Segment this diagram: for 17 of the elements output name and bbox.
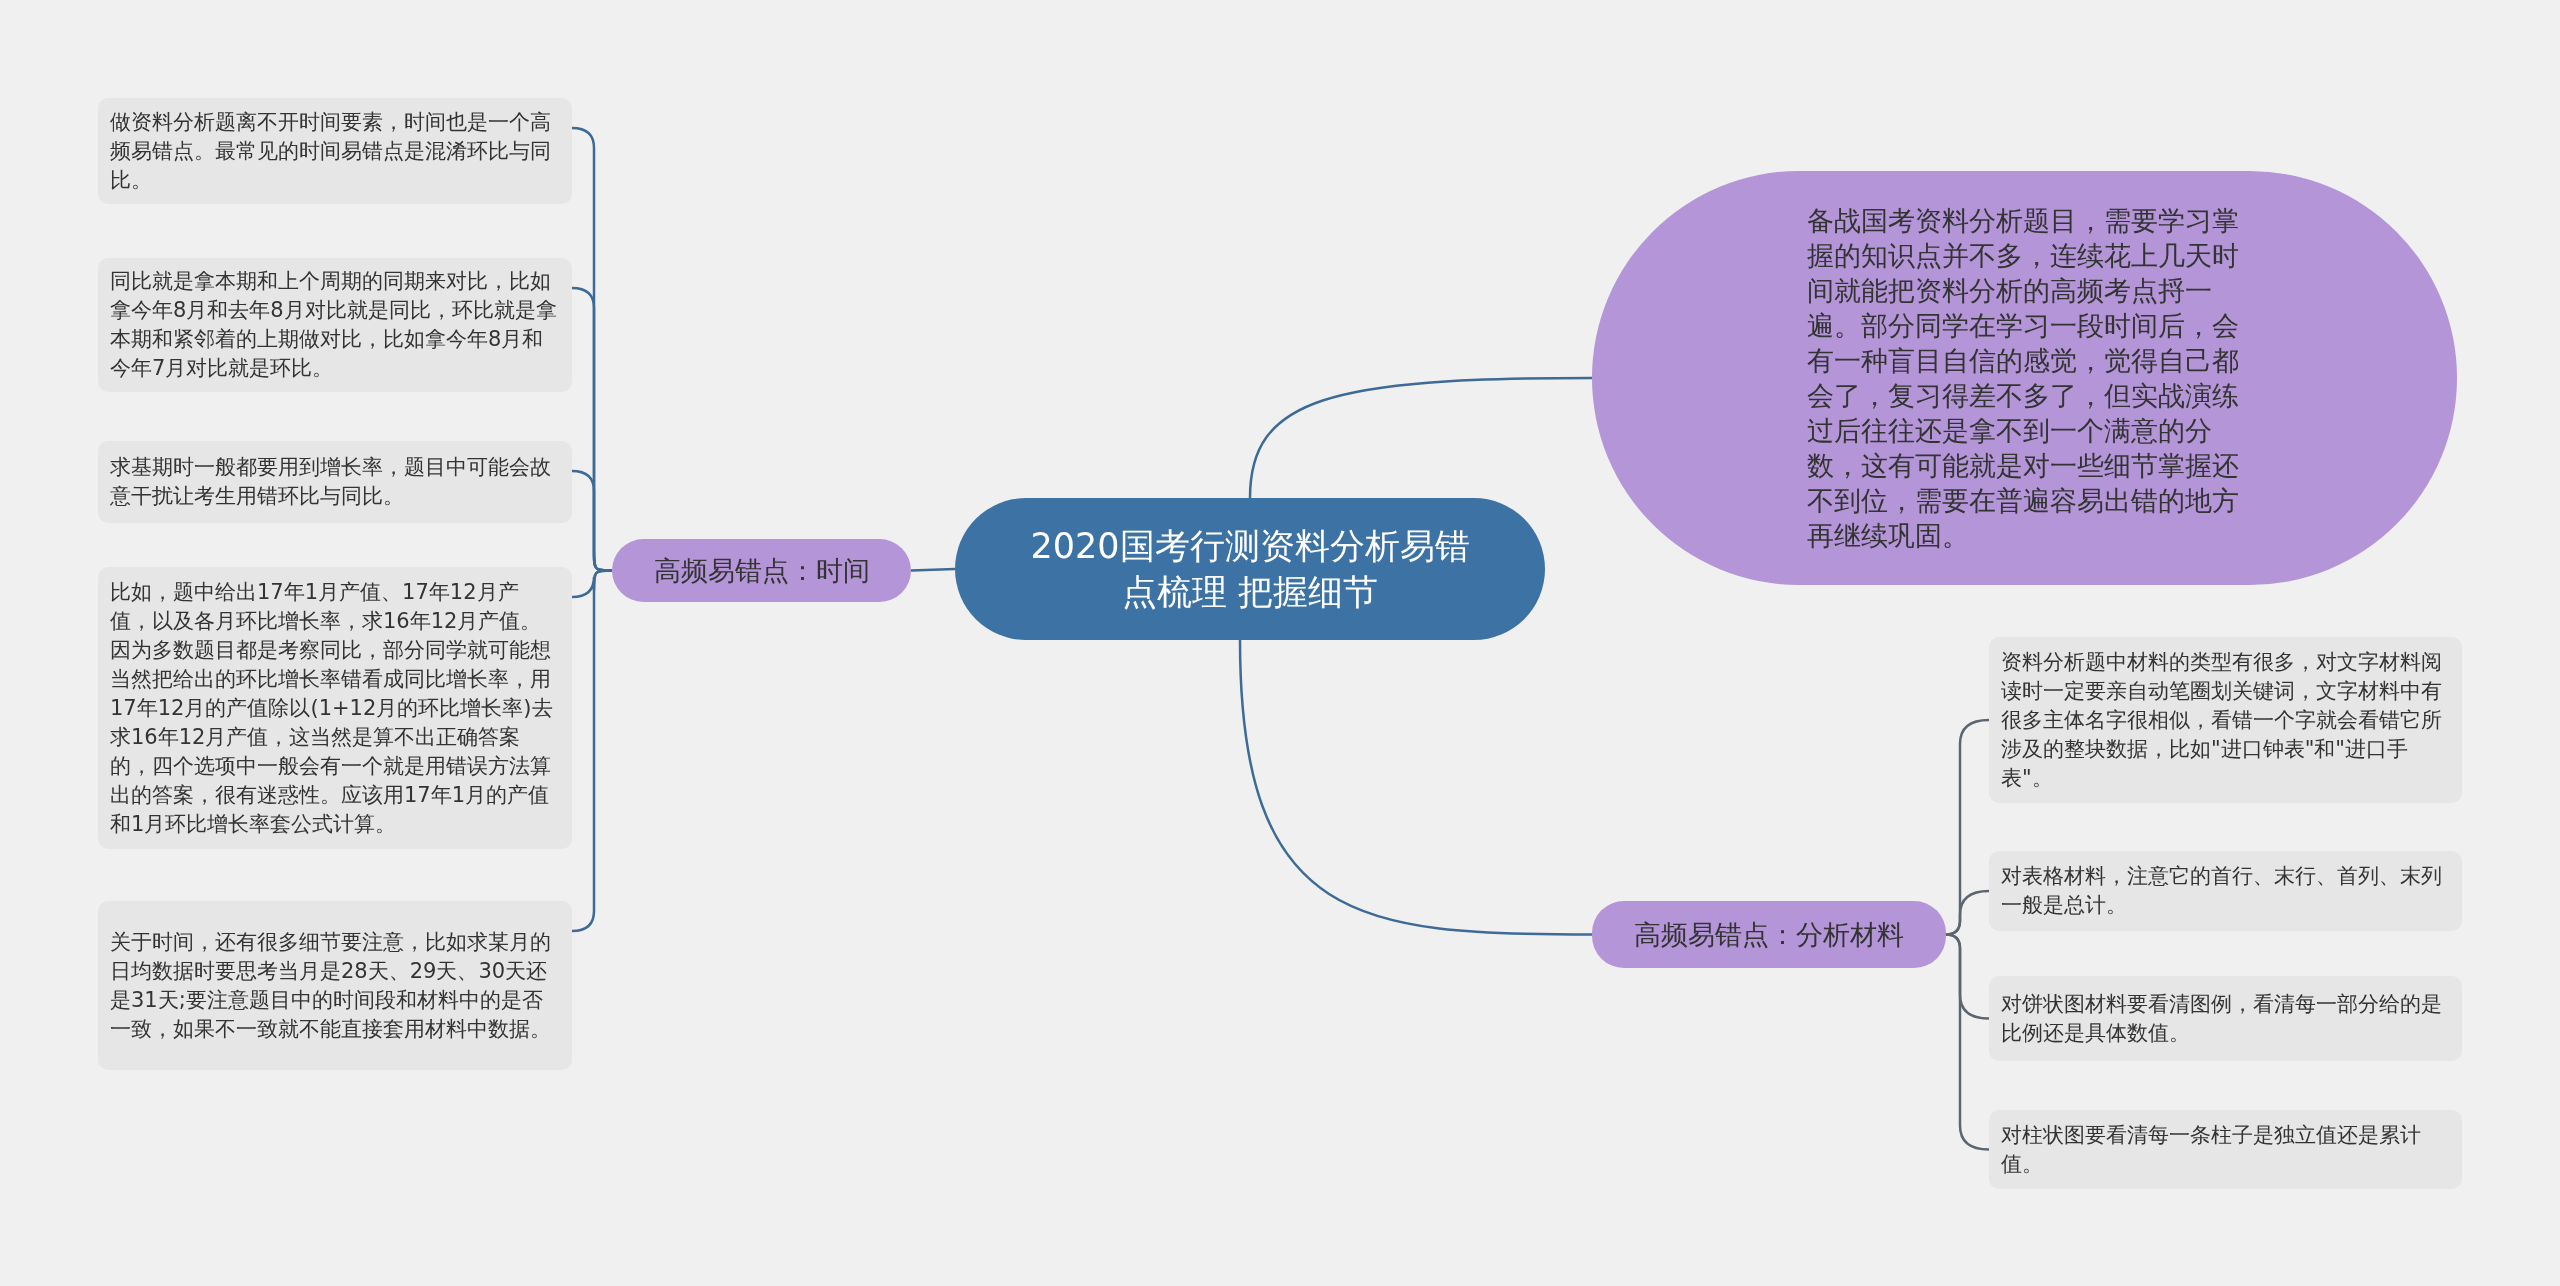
- note-card: 同比就是拿本期和上个周期的同期来对比，比如拿今年8月和去年8月对比就是同比，环比就是拿本期和紧邻着的上期做对比，比如拿今年8月和今年7月对比就是环比。: [98, 258, 572, 392]
- connector-line: [1248, 376, 1592, 499]
- connector-line: [910, 567, 956, 572]
- note-card: 比如，题中给出17年1月产值、17年12月产值，以及各月环比增长率，求16年12月产值。因为多数题目都是考察同比，部分同学就可能想当然把给出的环比增长率错看成同比增长率，用17年12月的产值除以(1+12月的环比增长率)去求16年12月产值，这当然是算不出正确答案的，四个选项中一般会有一个就是用错误方法算出的答案，很有迷惑性。应该用17年1月的产值和1月环比增长率套公式计算。: [98, 567, 572, 849]
- note-card: 对饼状图材料要看清图例，看清每一部分给的是比例还是具体数值。: [1989, 976, 2462, 1061]
- summary-bubble: 备战国考资料分析题目，需要学习掌握的知识点并不多，连续花上几天时间就能把资料分析的高频考点捋一遍。部分同学在学习一段时间后，会有一种盲目自信的感觉，觉得自己都会了，复习得差不多了，但实战演练过后往往还是拿不到一个满意的分数，这有可能就是对一些细节掌握还不到位，需要在普遍容易出错的地方再继续巩固。: [1592, 171, 2457, 585]
- connector-line: [1238, 639, 1592, 936]
- connector-line: [571, 569, 612, 933]
- note-card: 对表格材料，注意它的首行、末行、首列、末列一般是总计。: [1989, 851, 2462, 931]
- note-card: 做资料分析题离不开时间要素，时间也是一个高频易错点。最常见的时间易错点是混淆环比与同比。: [98, 98, 572, 204]
- note-card: 关于时间，还有很多细节要注意，比如求某月的日均数据时要思考当月是28天、29天、30天还是31天;要注意题目中的时间段和材料中的是否一致，如果不一致就不能直接套用材料中数据。: [98, 901, 572, 1070]
- note-card: 资料分析题中材料的类型有很多，对文字材料阅读时一定要亲自动笔圈划关键词，文字材料中有很多主体名字很相似，看错一个字就会看错它所涉及的整块数据，比如"进口钟表"和"进口手表"。: [1989, 637, 2462, 803]
- note-card: 对柱状图要看清每一条柱子是独立值还是累计值。: [1989, 1110, 2462, 1189]
- central-topic: 2020国考行测资料分析易错点梳理 把握细节: [955, 498, 1545, 640]
- branch-topic: 高频易错点：分析材料: [1592, 901, 1946, 968]
- note-card: 求基期时一般都要用到增长率，题目中可能会故意干扰让考生用错环比与同比。: [98, 441, 572, 523]
- branch-topic: 高频易错点：时间: [612, 539, 911, 602]
